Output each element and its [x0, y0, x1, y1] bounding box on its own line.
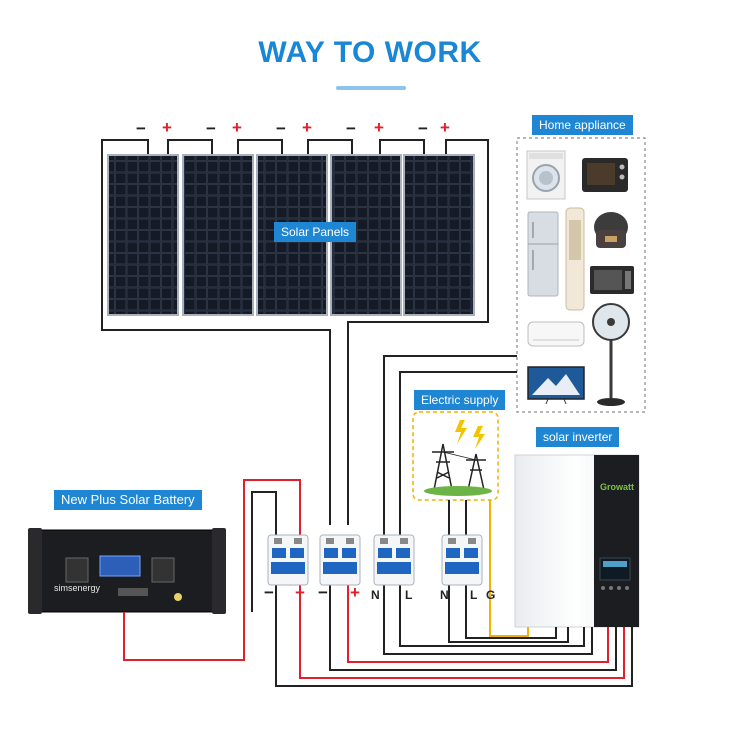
panel-1-negative: −	[136, 119, 146, 138]
panel-5-positive: +	[440, 118, 450, 137]
string-negative-outer-wire	[101, 139, 331, 525]
lightning-icon	[455, 420, 467, 444]
grid-to-inverter-n	[448, 585, 569, 643]
panel-4-negative: −	[346, 119, 356, 138]
system-wiring	[123, 355, 633, 687]
string-link-2	[237, 139, 283, 155]
pv-to-inverter-pos	[347, 585, 609, 663]
breaker-grid	[441, 534, 483, 586]
appliance-line-wire	[399, 371, 517, 535]
battery-to-inverter-pos	[299, 585, 625, 679]
refrigerator-icon	[527, 211, 559, 297]
title-underline	[336, 86, 406, 90]
battery-label: New Plus Solar Battery	[54, 490, 202, 510]
grid-breaker-line: L	[470, 588, 478, 602]
home-appliance-frame	[516, 137, 646, 413]
panel-string-wiring	[101, 139, 489, 525]
panel-5-negative: −	[418, 119, 428, 138]
washing-machine-icon	[526, 150, 566, 200]
tower-air-conditioner-icon	[565, 207, 585, 311]
ground-grass	[424, 486, 492, 496]
grid-to-inverter-l	[465, 585, 557, 639]
breaker-battery	[267, 534, 309, 586]
solar-panel-2	[182, 154, 254, 316]
solar-panel-1	[107, 154, 179, 316]
string-link-3	[307, 139, 353, 155]
solar-inverter-unit	[514, 454, 640, 628]
battery-negative-wire	[251, 491, 277, 612]
solar-inverter-label: solar inverter	[536, 427, 620, 447]
output-to-inverter-n	[383, 585, 593, 655]
appliance-neutral-wire	[383, 355, 517, 535]
breaker-output	[373, 534, 415, 586]
panel-2-positive: +	[232, 118, 242, 137]
output-breaker-neutral: N	[371, 588, 380, 602]
grid-breaker-neutral: N	[440, 588, 449, 602]
panel-3-negative: −	[276, 119, 286, 138]
electric-supply-label: Electric supply	[414, 390, 506, 410]
standing-fan-icon	[592, 303, 630, 406]
string-positive-outer-wire	[347, 139, 489, 525]
grid-ground-wire	[489, 500, 529, 637]
grid-breaker-ground: G	[486, 588, 496, 602]
battery-to-inverter-neg	[275, 585, 633, 687]
breaker-solar	[319, 534, 361, 586]
string-link-4	[379, 139, 425, 155]
microwave-icon	[590, 266, 634, 294]
panel-3-positive: +	[302, 118, 312, 137]
battery-brand-logo: simsenergy	[54, 583, 101, 593]
solar-battery-unit	[28, 528, 226, 614]
panel-4-positive: +	[374, 118, 384, 137]
string-link-1	[167, 139, 213, 155]
panel-1-positive: +	[162, 118, 172, 137]
page-title: WAY TO WORK	[258, 36, 482, 69]
solar-panels-label: Solar Panels	[274, 222, 357, 242]
battery-breaker-positive: +	[295, 583, 305, 602]
solar-breaker-positive: +	[350, 583, 360, 602]
home-appliance-label: Home appliance	[532, 115, 633, 135]
inverter-brand-logo: Growatt	[600, 482, 635, 492]
power-tower-icon	[432, 443, 486, 491]
battery-positive-wire	[123, 479, 301, 661]
solar-breaker-negative: −	[318, 583, 328, 602]
rice-cooker-icon	[594, 212, 628, 248]
solar-panel-5	[403, 154, 475, 316]
appliance-grid	[526, 150, 634, 406]
output-breaker-line: L	[405, 588, 413, 602]
television-icon	[527, 366, 585, 405]
electric-supply-frame	[412, 411, 499, 501]
output-to-inverter-l	[399, 585, 585, 647]
wall-air-conditioner-icon	[527, 321, 585, 347]
panel-2-negative: −	[206, 119, 216, 138]
oven-icon	[582, 158, 628, 192]
lightning-icon	[473, 426, 485, 449]
pv-to-inverter-neg	[329, 585, 617, 671]
battery-breaker-negative: −	[264, 583, 274, 602]
